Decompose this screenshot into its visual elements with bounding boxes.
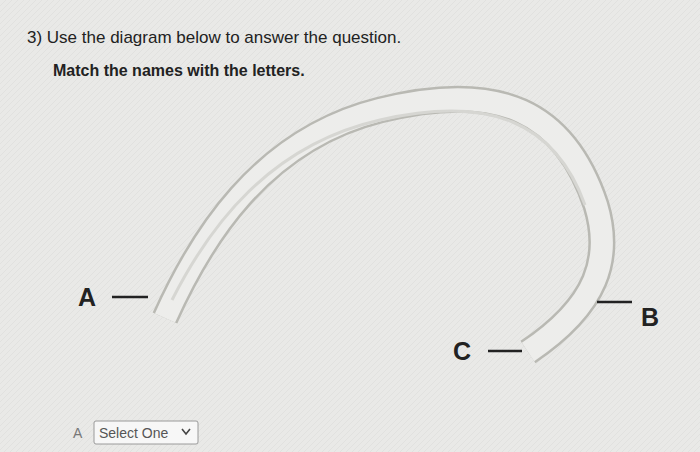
select-box	[94, 421, 198, 444]
callout-letter: B	[641, 303, 659, 332]
leader-line	[488, 350, 522, 353]
question-text: 3) Use the diagram below to answer the q…	[27, 28, 401, 48]
callout-letter: A	[78, 283, 96, 312]
instruction-text: Match the names with the letters.	[53, 62, 305, 80]
dropdown-chevron	[182, 429, 190, 434]
leader-line	[597, 301, 632, 304]
select-prefix: A	[73, 425, 82, 441]
callout-letter: C	[453, 337, 471, 366]
leader-line	[112, 296, 148, 299]
select-placeholder: Select One	[99, 425, 168, 441]
